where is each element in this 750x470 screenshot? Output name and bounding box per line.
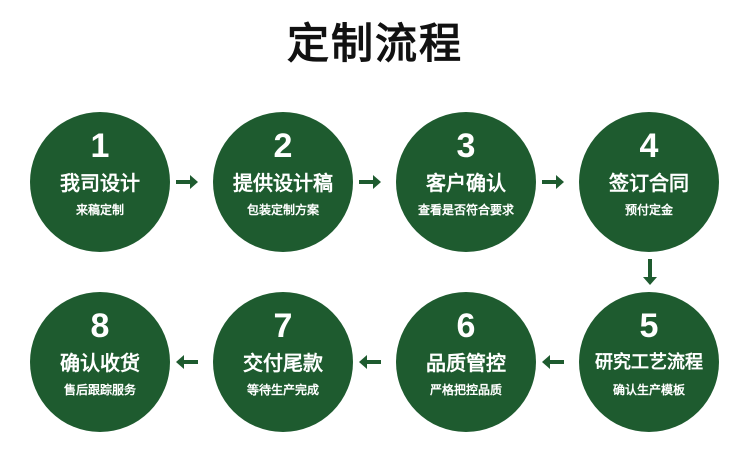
step-description: 等待生产完成 [246,383,319,397]
step-number: 7 [273,307,293,345]
step-description: 查看是否符合要求 [417,203,514,217]
step-8-circle: 8 确认收货 售后跟踪服务 [30,292,170,432]
step-name: 我司设计 [60,171,140,195]
step-description: 严格把控品质 [429,383,502,397]
step-3-circle: 3 客户确认 查看是否符合要求 [396,112,536,252]
step-name: 确认收货 [60,351,140,375]
step-description: 来稿定制 [75,203,124,217]
step-name: 交付尾款 [243,351,323,375]
arrow-left-icon [174,352,200,372]
step-name: 研究工艺流程 [595,352,703,373]
step-number: 2 [273,127,293,165]
step-description: 确认生产模板 [612,383,685,397]
step-number: 3 [456,127,476,165]
step-number: 5 [639,307,659,345]
arrow-right-icon [357,172,383,192]
step-description: 包装定制方案 [246,203,319,217]
step-number: 1 [90,127,110,165]
step-5-circle: 5 研究工艺流程 确认生产模板 [579,292,719,432]
step-2-circle: 2 提供设计稿 包装定制方案 [213,112,353,252]
arrow-down-icon [640,257,660,287]
step-description: 售后跟踪服务 [63,383,136,397]
step-4-circle: 4 签订合同 预付定金 [579,112,719,252]
page-title: 定制流程 [286,19,463,68]
step-number: 6 [456,307,476,345]
step-name: 品质管控 [426,351,506,375]
step-7-circle: 7 交付尾款 等待生产完成 [213,292,353,432]
arrow-left-icon [540,352,566,372]
arrow-right-icon [540,172,566,192]
step-number: 8 [90,307,110,345]
step-number: 4 [639,127,659,165]
step-name: 签订合同 [609,171,689,195]
step-name: 提供设计稿 [233,171,333,195]
step-6-circle: 6 品质管控 严格把控品质 [396,292,536,432]
arrow-right-icon [174,172,200,192]
step-name: 客户确认 [426,171,506,195]
step-1-circle: 1 我司设计 来稿定制 [30,112,170,252]
arrow-left-icon [357,352,383,372]
step-description: 预付定金 [624,203,673,217]
